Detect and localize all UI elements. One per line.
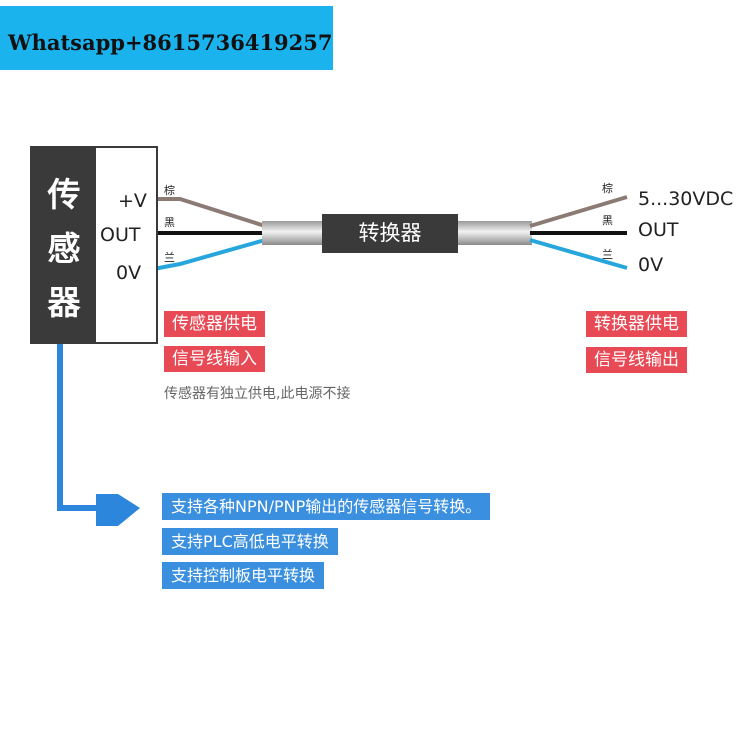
output-0v: 0V [638, 254, 664, 276]
arrow-head-icon [96, 494, 140, 526]
feature-npn-pnp: 支持各种NPN/PNP输出的传感器信号转换。 [162, 493, 491, 520]
sensor-label-panel: 传 感 器 [32, 148, 96, 342]
pin-vplus: +V [118, 190, 147, 212]
contact-banner: Whatsapp+8615736419257 [0, 6, 333, 70]
output-voltage: 5...30VDC [638, 188, 734, 210]
converter-box: 转换器 [322, 214, 458, 253]
sensor-box: 传 感 器 [30, 146, 158, 344]
blue-wire-right [529, 238, 628, 270]
cable-left [262, 221, 322, 245]
pin-0v: 0V [116, 262, 142, 284]
wire-tag-brown-right: 棕 [602, 182, 613, 195]
brown-wire-right [529, 195, 628, 228]
feature-plc: 支持PLC高低电平转换 [162, 528, 338, 555]
wire-tag-black-left: 黑 [164, 216, 175, 229]
wire-tag-blue-right: 兰 [602, 248, 613, 261]
left-tag-input: 信号线输入 [164, 346, 265, 372]
wire-tag-black-right: 黑 [602, 214, 613, 227]
blue-wire-left [147, 238, 266, 272]
output-out: OUT [638, 219, 679, 241]
feature-board: 支持控制板电平转换 [162, 562, 325, 589]
sensor-title: 传 感 器 [47, 175, 81, 322]
brown-wire-left [148, 197, 266, 228]
banner-text: Whatsapp+8615736419257 [8, 30, 333, 55]
left-tag-power: 传感器供电 [164, 311, 265, 337]
right-tag-output: 信号线输出 [586, 347, 687, 373]
wire-tag-brown-left: 棕 [164, 184, 175, 197]
connector-line [57, 344, 96, 511]
wire-tag-blue-left: 兰 [164, 251, 175, 264]
right-tag-power: 转换器供电 [586, 311, 687, 337]
pin-out: OUT [100, 224, 141, 246]
cable-right [458, 221, 532, 245]
power-note: 传感器有独立供电,此电源不接 [164, 386, 351, 402]
